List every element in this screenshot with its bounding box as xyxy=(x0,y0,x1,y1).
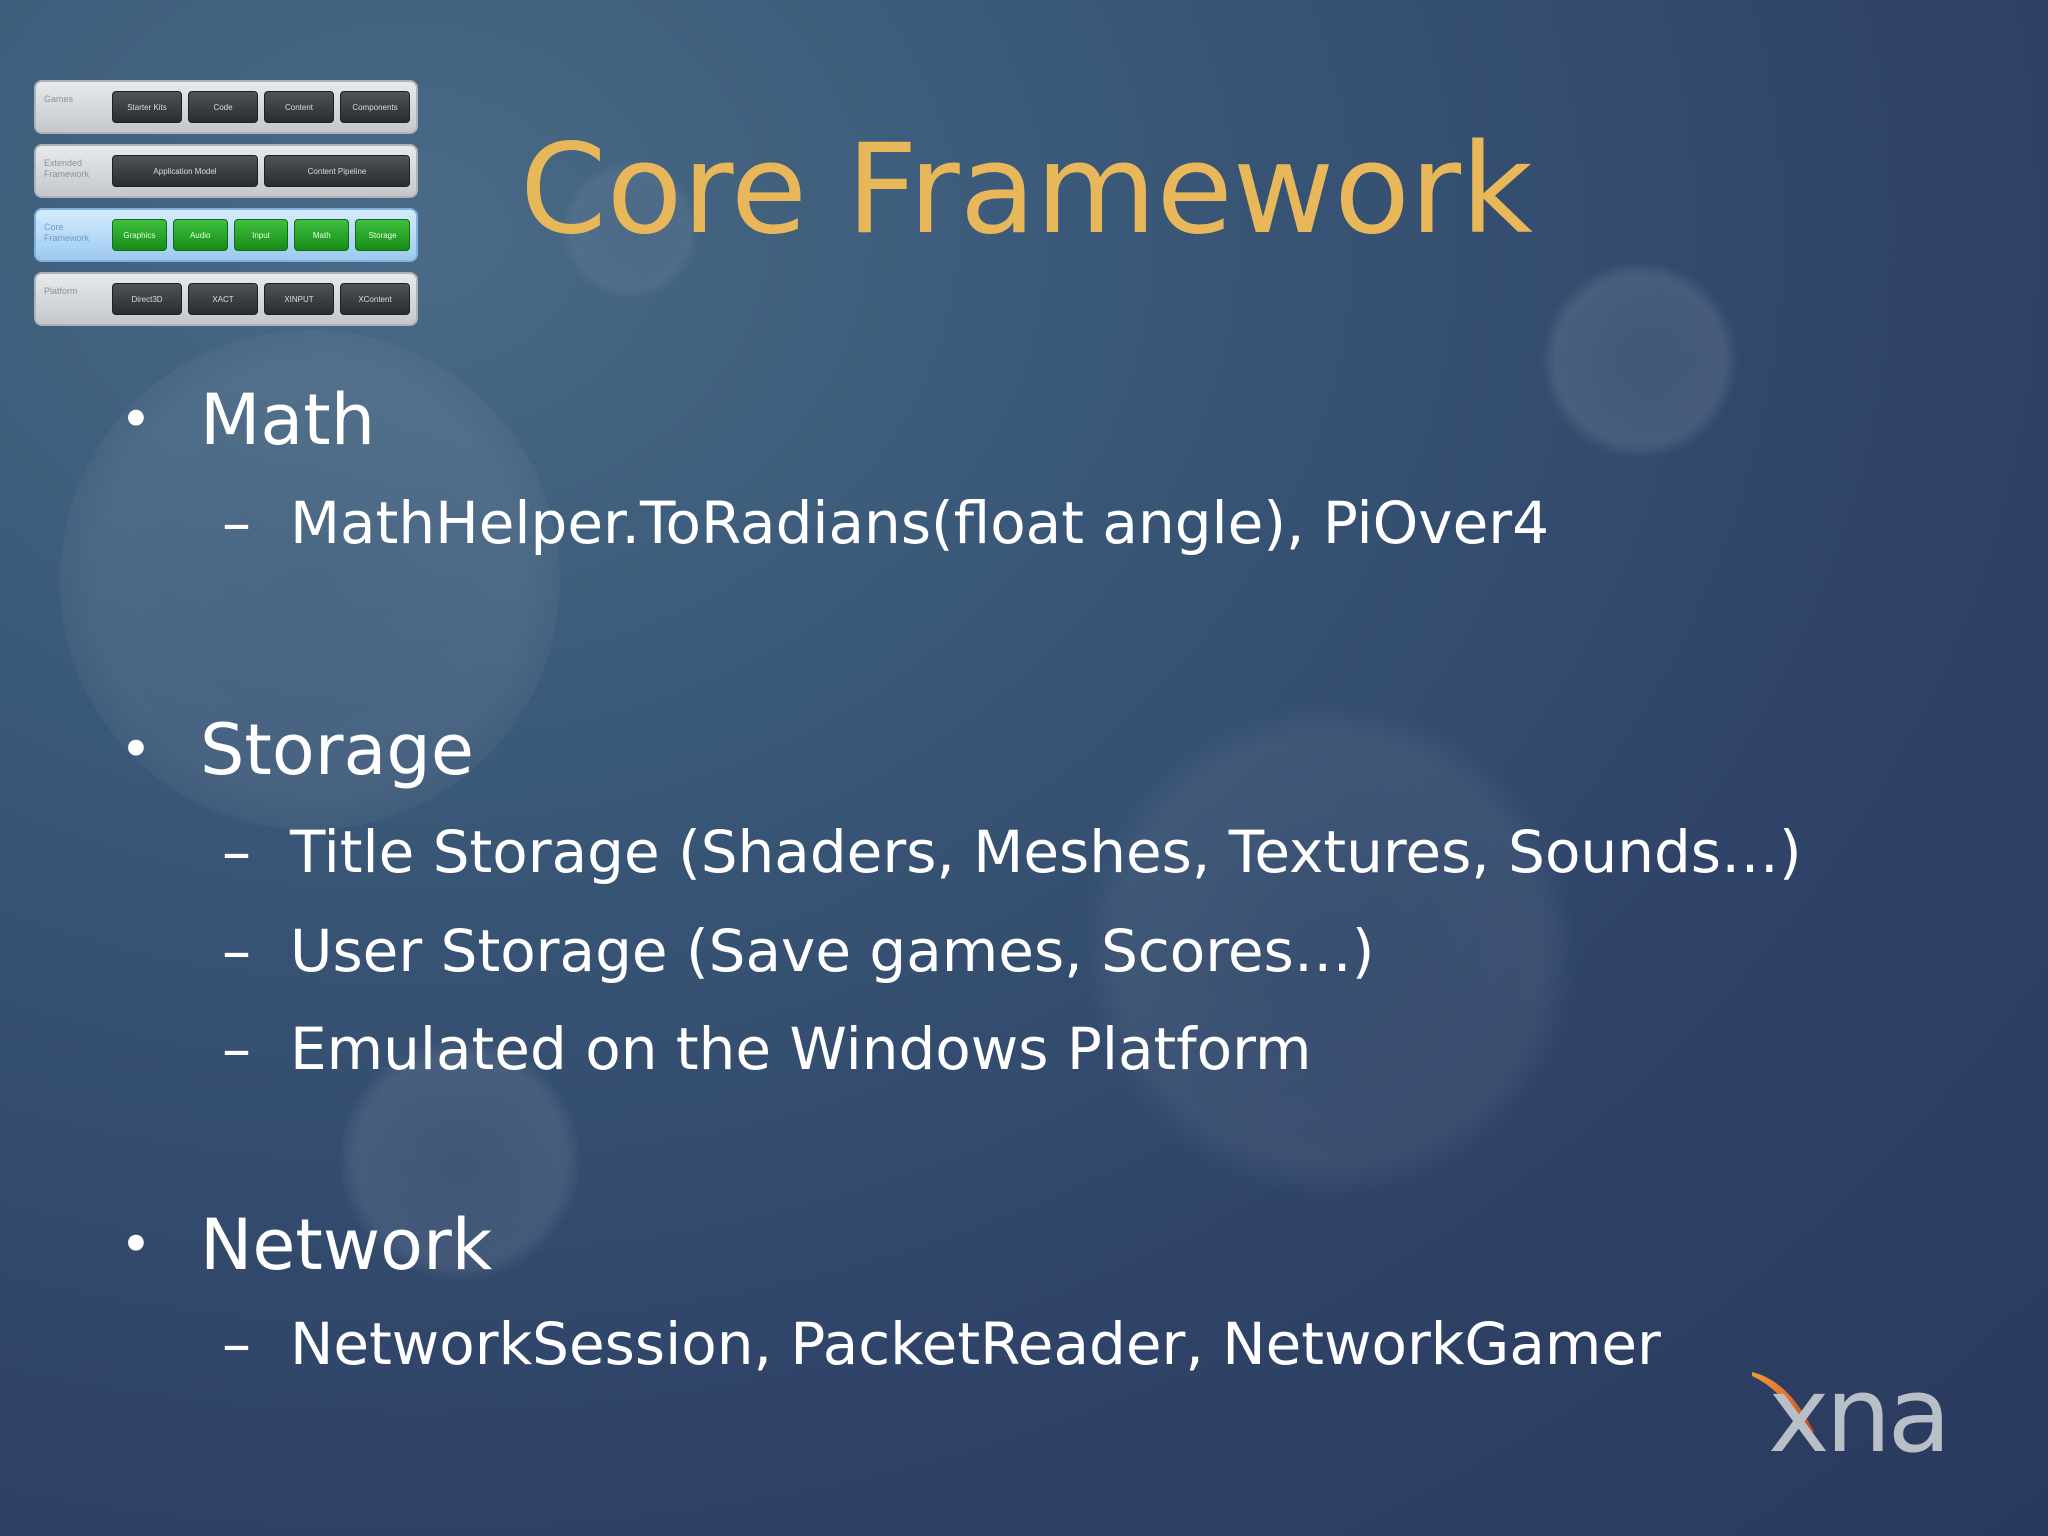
stack-block: Application Model xyxy=(112,155,258,187)
stack-block: Components xyxy=(340,91,410,123)
sub-bullet-item: –Title Storage (Shaders, Meshes, Texture… xyxy=(222,817,1802,887)
bullet-item: • Math xyxy=(120,380,375,460)
stack-block: Starter Kits xyxy=(112,91,182,123)
stack-block: Content xyxy=(264,91,334,123)
sub-bullet-text: Title Storage (Shaders, Meshes, Textures… xyxy=(290,818,1802,886)
logo-text: xna xyxy=(1768,1354,1951,1476)
sub-bullet-text: Emulated on the Windows Platform xyxy=(290,1015,1312,1083)
stack-block: XINPUT xyxy=(264,283,334,315)
sub-bullet-glyph: – xyxy=(222,818,251,886)
stack-block: Code xyxy=(188,91,258,123)
sub-bullet-text: User Storage (Save games, Scores…) xyxy=(290,917,1375,985)
xna-logo-icon xyxy=(1752,1372,1814,1434)
sub-bullet-item: –User Storage (Save games, Scores…) xyxy=(222,916,1374,986)
bullet-item: • Network xyxy=(120,1205,492,1285)
stack-block: XACT xyxy=(188,283,258,315)
sub-bullet-item: –MathHelper.ToRadians(float angle), PiOv… xyxy=(222,488,1549,558)
stack-block: Storage xyxy=(355,219,410,251)
sub-bullet-text: MathHelper.ToRadians(float angle), PiOve… xyxy=(290,489,1550,557)
sub-bullet-item: –Emulated on the Windows Platform xyxy=(222,1014,1312,1084)
stack-row-label: Platform xyxy=(44,286,78,296)
slide-title: Core Framework xyxy=(520,118,1533,262)
bullet-label: Network xyxy=(200,1204,493,1286)
sub-bullet-glyph: – xyxy=(222,917,251,985)
xna-logo: xna xyxy=(1748,1360,1978,1470)
bullet-glyph: • xyxy=(120,1213,152,1276)
bullet-label: Math xyxy=(200,379,376,461)
stack-block: Input xyxy=(233,219,289,251)
bullet-glyph: • xyxy=(120,388,152,451)
bullet-glyph: • xyxy=(120,718,152,781)
stack-row-label: Extended Framework xyxy=(44,158,90,179)
sub-bullet-glyph: – xyxy=(222,489,251,557)
bullet-item: • Storage xyxy=(120,710,474,790)
stack-block: Graphics xyxy=(112,219,167,251)
stack-row-label: Core Framework xyxy=(44,222,90,243)
stack-row-label: Games xyxy=(44,94,74,104)
stack-block: Math xyxy=(294,219,350,251)
stack-block: Audio xyxy=(172,219,228,251)
sub-bullet-item: –NetworkSession, PacketReader, NetworkGa… xyxy=(222,1309,1661,1379)
sub-bullet-glyph: – xyxy=(222,1310,251,1378)
bullet-label: Storage xyxy=(200,709,474,791)
stack-block: XContent xyxy=(340,283,410,315)
sub-bullet-glyph: – xyxy=(222,1015,251,1083)
sub-bullet-text: NetworkSession, PacketReader, NetworkGam… xyxy=(290,1310,1661,1378)
stack-block: Direct3D xyxy=(112,283,182,315)
stack-block: Content Pipeline xyxy=(264,155,410,187)
